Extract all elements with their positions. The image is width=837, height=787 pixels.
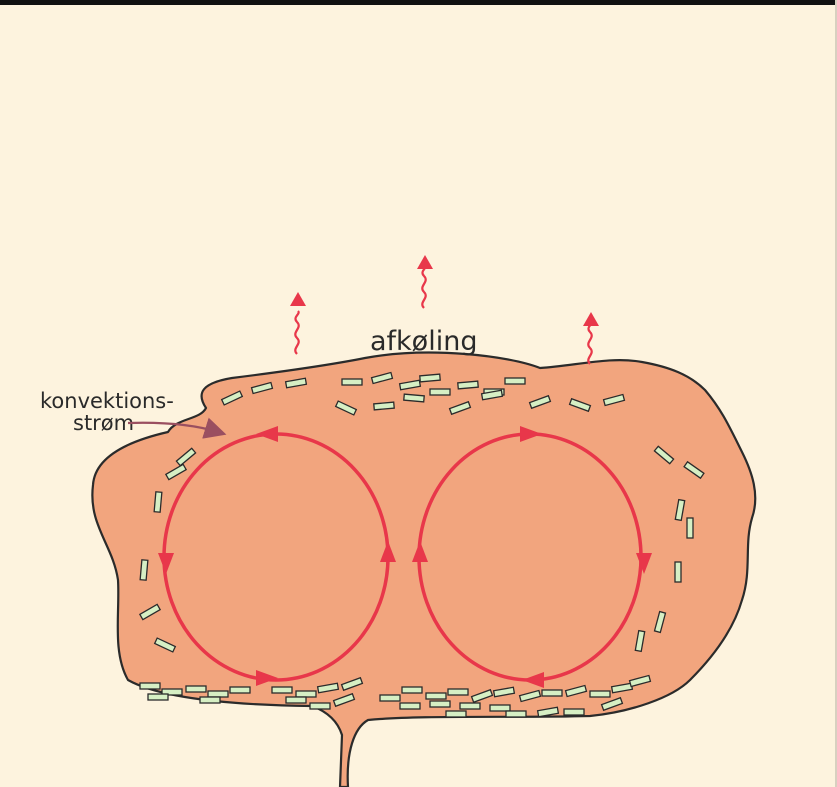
crystal-lath bbox=[505, 378, 525, 384]
convection-label-line1: konvektions- bbox=[40, 389, 174, 413]
heat-wave-arrow-right bbox=[583, 312, 599, 364]
crystal-lath bbox=[506, 711, 526, 717]
heat-wave-arrow-middle bbox=[417, 255, 433, 308]
crystal-lath bbox=[687, 518, 693, 538]
convection-label-line2: strøm bbox=[73, 411, 134, 435]
crystal-lath bbox=[272, 687, 292, 693]
crystal-lath bbox=[310, 703, 330, 709]
crystal-lath bbox=[402, 687, 422, 693]
crystal-lath bbox=[542, 690, 562, 696]
crystal-lath bbox=[426, 693, 446, 699]
crystal-lath bbox=[490, 705, 510, 711]
crystal-lath bbox=[154, 492, 162, 512]
crystal-lath bbox=[400, 703, 420, 709]
crystal-lath bbox=[448, 689, 468, 695]
crystal-lath bbox=[200, 697, 220, 703]
crystal-lath bbox=[208, 691, 228, 697]
crystal-lath bbox=[230, 687, 250, 693]
crystal-lath bbox=[430, 701, 450, 707]
crystal-lath bbox=[140, 683, 160, 689]
crystal-lath bbox=[460, 703, 480, 709]
crystal-lath bbox=[458, 381, 478, 389]
crystal-lath bbox=[380, 695, 400, 701]
crystal-lath bbox=[148, 694, 168, 700]
magma-chamber bbox=[92, 353, 755, 787]
crystal-lath bbox=[420, 374, 440, 382]
cooling-label: afkøling bbox=[370, 326, 477, 357]
crystal-lath bbox=[675, 562, 681, 582]
heat-wave-arrow-left bbox=[290, 292, 306, 354]
crystal-lath bbox=[342, 379, 362, 385]
crystal-lath bbox=[186, 686, 206, 692]
crystal-lath bbox=[564, 709, 584, 715]
crystal-lath bbox=[430, 389, 450, 395]
crystal-lath bbox=[296, 691, 316, 697]
crystal-lath bbox=[590, 691, 610, 697]
crystal-lath bbox=[404, 394, 424, 402]
crystal-lath bbox=[140, 560, 148, 580]
crystal-lath bbox=[446, 711, 466, 717]
crystal-lath bbox=[374, 402, 394, 410]
crystal-lath bbox=[286, 697, 306, 703]
